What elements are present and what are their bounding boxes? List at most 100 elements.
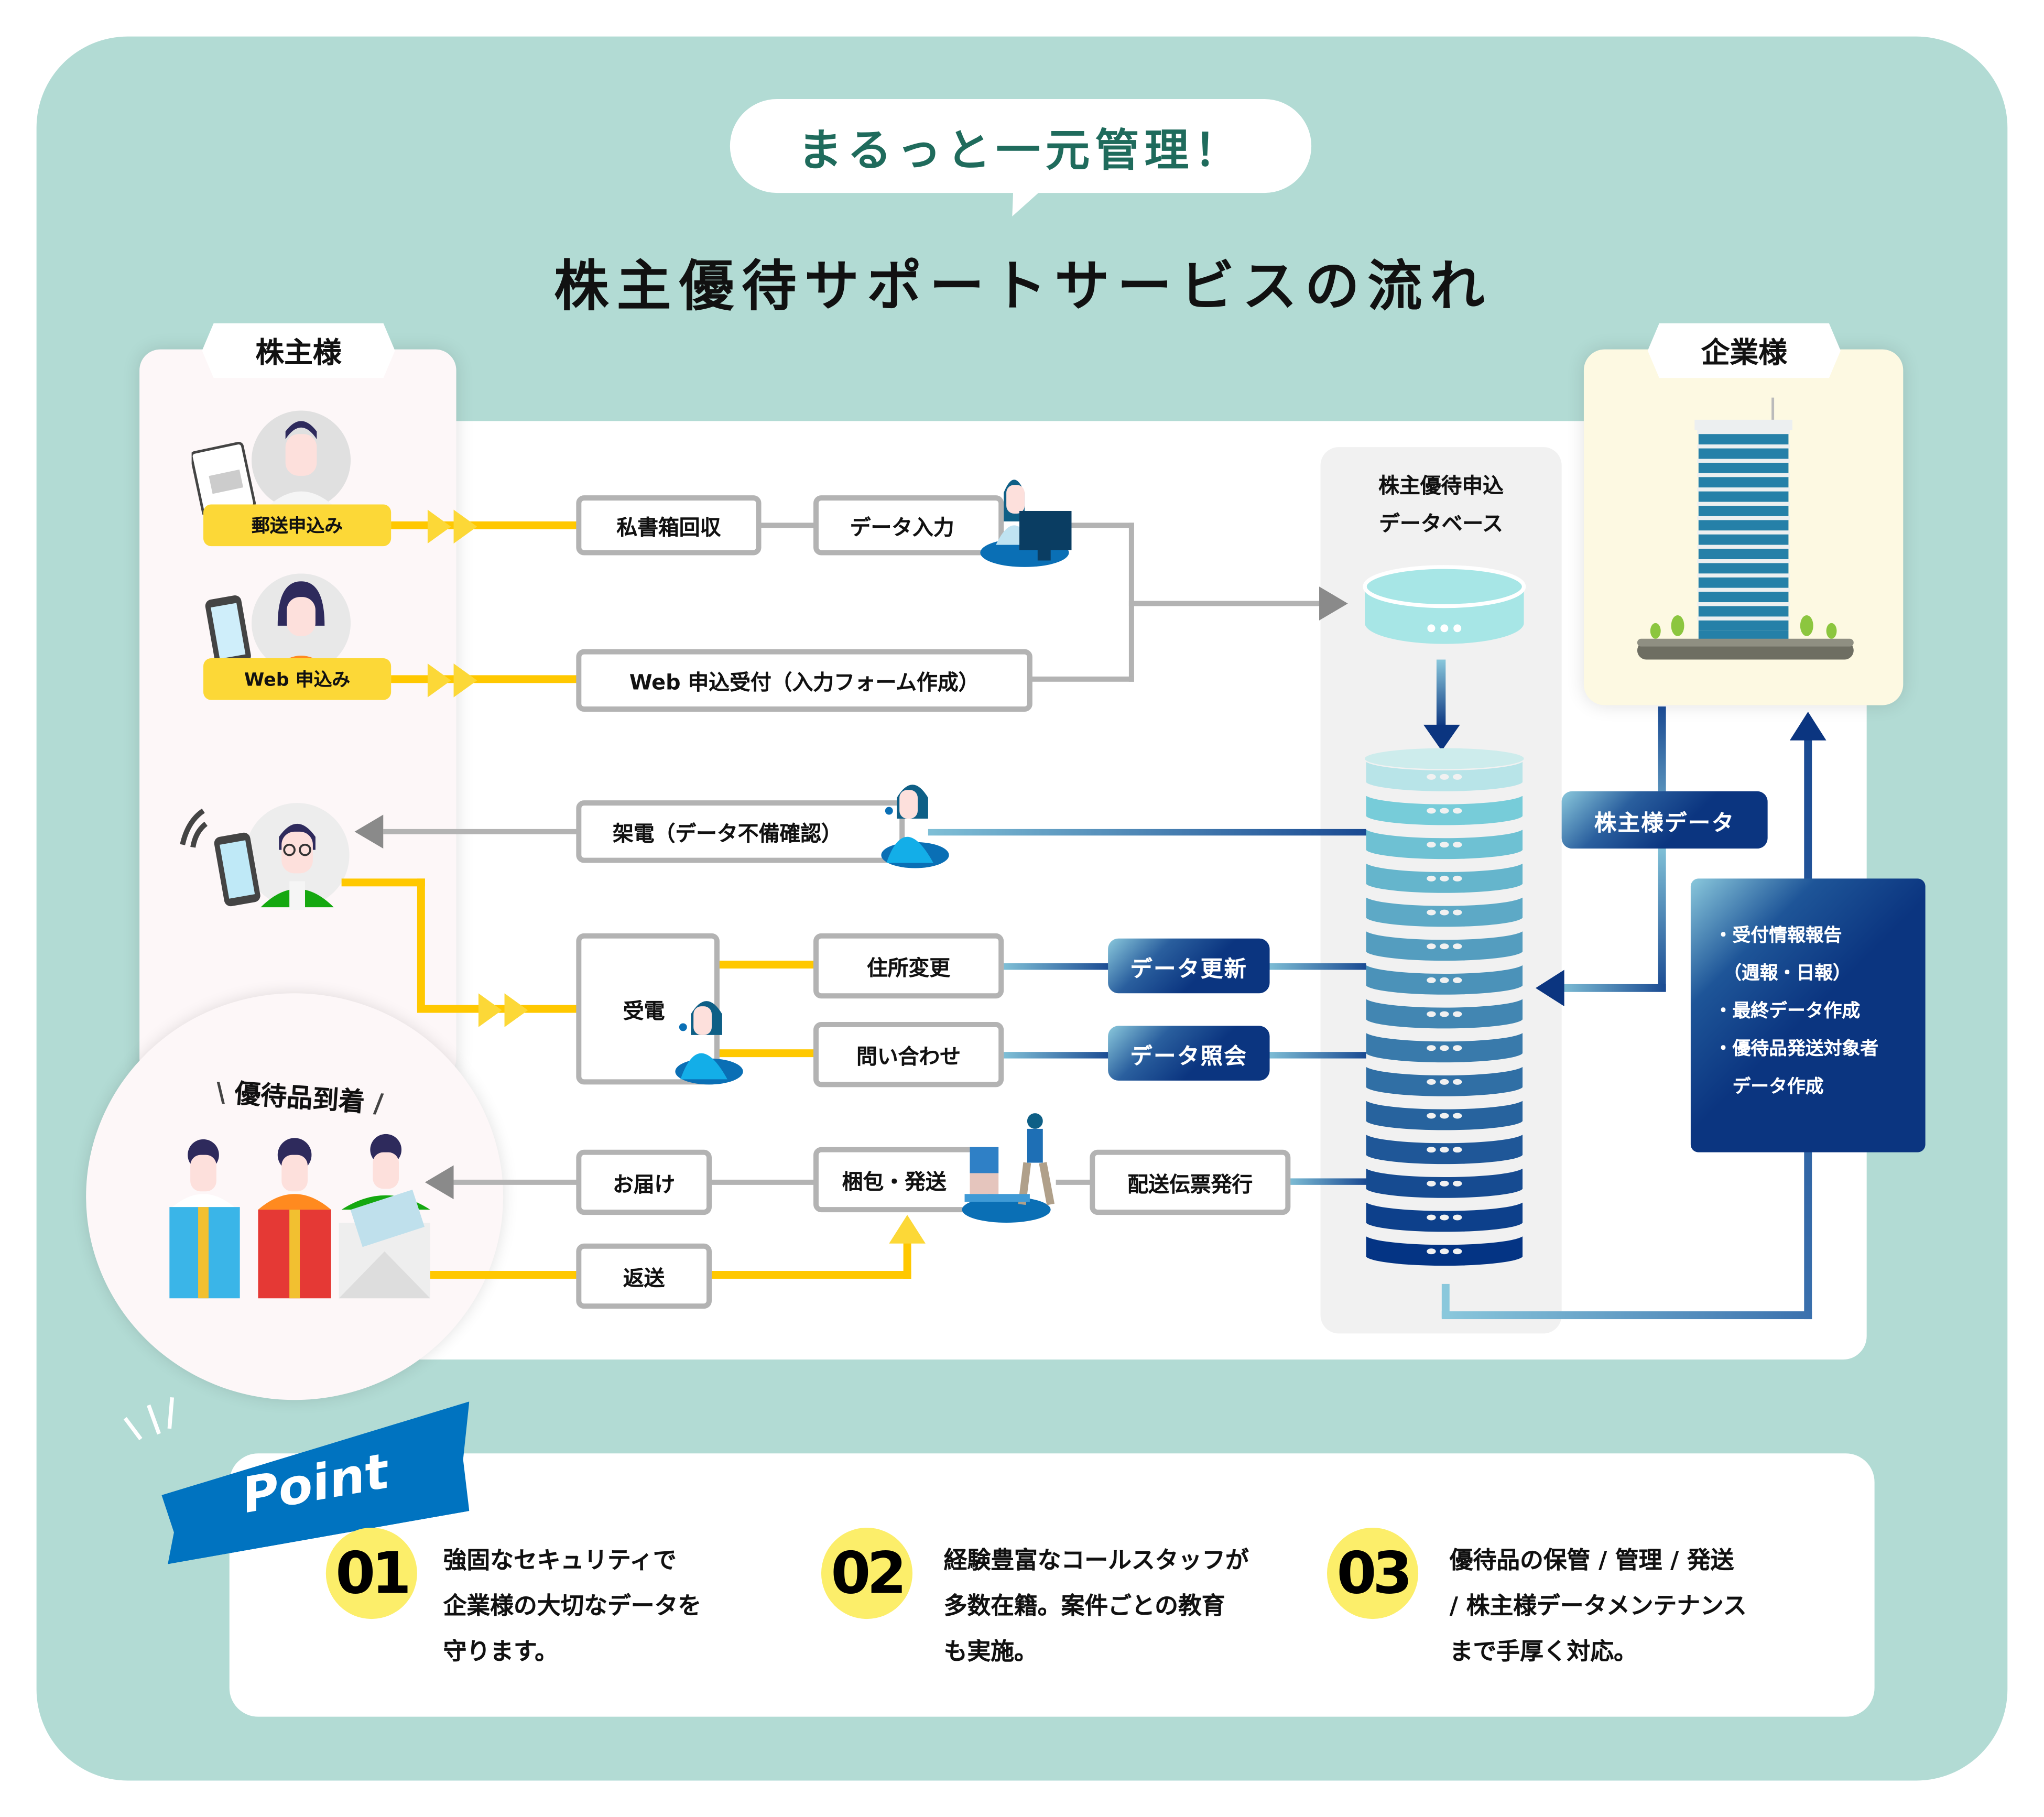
db-layer-indicator-dot [1452,842,1462,848]
po-to-entry-line [758,523,816,528]
update-to-db-line [1267,963,1366,970]
point-number-3: 03 [1327,1527,1419,1619]
db-layer-indicator-dot [1427,875,1436,882]
db-layer-indicator-dot [1452,1011,1462,1017]
db-layer-indicator-dot [1427,774,1436,780]
page-title: 株主優待サポートサービスの流れ [554,254,1493,318]
db-flow-arrow-head-icon [1423,724,1460,751]
db-layer-indicator-dot [1427,1214,1436,1221]
data-lookup-step: データ照会 [1108,1026,1270,1081]
db-layer-indicator-dot [1440,977,1449,983]
db-layer-indicator-dot [1440,875,1449,882]
building-floor-band [1697,430,1790,434]
db-to-slip-line [1288,1178,1366,1185]
packing-shipping-step: 梱包・発送 [813,1147,994,1213]
db-layer-indicator-dot [1440,1214,1449,1221]
company-to-db-arrow-head-icon [1535,970,1564,1007]
db-layer-indicator-dot [1427,1147,1436,1153]
address-change-step: 住所変更 [813,933,1004,999]
postal-double-chevron-icon [427,509,477,544]
delivery-line [453,1179,582,1185]
report-line: ・受付情報報告 [1714,925,1842,946]
db-layer-indicator-dot [1440,1180,1449,1187]
building-floor-band [1697,444,1790,449]
db-layer-indicator-dot [1440,1011,1449,1017]
db-to-company-bottom-line [1441,1311,1812,1320]
building-floor-band [1697,573,1790,578]
db-layer-indicator-dot [1427,842,1436,848]
point-line: 優待品の保管 / 管理 / 発送 [1449,1547,1734,1575]
point-text-3: 優待品の保管 / 管理 / 発送 / 株主様データメンテナンス まで手厚く対応。 [1450,1538,1747,1675]
company-to-db-horizontal-line [1559,984,1666,992]
db-bottom-stub-line [1441,1283,1450,1318]
points-panel [229,1453,1875,1717]
db-layer-indicator-dot [1440,1147,1449,1153]
building-window-band [1698,520,1789,531]
db-layer-indicator-dot [1452,774,1462,780]
building-window-band [1698,563,1789,574]
web-to-merge-line [1029,676,1134,682]
db-layer-indicator-dot [1427,1079,1436,1085]
db-layer-indicator-dot [1440,943,1449,950]
catchphrase-bubble: まるっと一元管理！ [730,99,1312,193]
db-layer-indicator-dot [1452,1079,1462,1085]
shipping-slip-step: 配送伝票発行 [1090,1149,1291,1215]
building-floor-band [1697,516,1790,520]
to-db-arrow-head-icon [1319,586,1348,621]
db-layer-indicator-dot [1440,1045,1449,1051]
db-layer-indicator-dot [1427,909,1436,916]
db-layer-indicator-dot [1440,1113,1449,1119]
building-floor-band [1697,559,1790,563]
address-to-update-line [1004,963,1111,970]
address-change-line [716,961,816,969]
point-line: 多数在籍。案件ごとの教育 [943,1593,1225,1620]
outbound-call-line [383,829,582,834]
delivery-step: お届け [576,1149,712,1215]
db-layer-indicator-dot [1452,1180,1462,1187]
database-title-line2: データベース [1379,510,1503,536]
inbound-flow-line-a [341,878,425,887]
building-floor-band [1697,616,1790,621]
return-to-packing-line [710,1271,911,1279]
building-window-band [1698,549,1789,560]
inquiry-to-lookup-line [1004,1052,1111,1059]
building-floor-band [1697,502,1790,506]
database-title-line1: 株主優待申込 [1378,473,1504,498]
db-layer-indicator-dot [1427,1248,1436,1255]
outbound-call-step: 架電（データ不備確認） [576,800,905,863]
postal-application-badge: 郵送申込み [203,504,392,547]
entry-to-merge-line [1071,523,1134,528]
building-floor-band [1697,487,1790,492]
point-line: まで手厚く対応。 [1449,1638,1637,1666]
building-window-band [1698,506,1789,516]
db-layer-indicator-dot [1427,1011,1436,1017]
point-line: も実施。 [943,1638,1038,1666]
data-entry-operator-icon [980,480,1072,567]
building-window-band [1698,462,1789,473]
db-stack-top [1365,748,1524,769]
db-layer-indicator-dot [1440,842,1449,848]
building-window-band [1698,491,1789,502]
phone-shareholder-avatar-icon [180,803,350,910]
report-line: （週報・日報） [1714,963,1851,984]
building-window-band [1698,606,1789,617]
point-text-1: 強固なセキュリティで 企業様の大切なデータを 守ります。 [443,1538,701,1675]
db-layer-indicator-dot [1427,943,1436,950]
report-line: データ作成 [1714,1076,1824,1098]
building-floor-band [1697,459,1790,463]
inbound-flow-line-b [417,878,425,1009]
point-line: / 株主様データメンテナンス [1449,1593,1747,1620]
building-window-band [1698,620,1789,631]
office-building-icon [1637,397,1854,660]
db-layer-indicator-dot [1427,1180,1436,1187]
db-layer-indicator-dot [1427,1113,1436,1119]
web-application-badge: Web 申込み [203,658,392,700]
database-stack-icon [1363,748,1526,1269]
building-window-band [1698,434,1789,445]
po-box-collection-step: 私書箱回収 [576,495,762,556]
slip-to-packing-line [1056,1179,1093,1185]
db-layer-indicator-dot [1452,875,1462,882]
packing-to-delivery-line [709,1179,816,1185]
db-layer-indicator-dot [1452,1113,1462,1119]
shipping-worker-icon [962,1113,1055,1223]
